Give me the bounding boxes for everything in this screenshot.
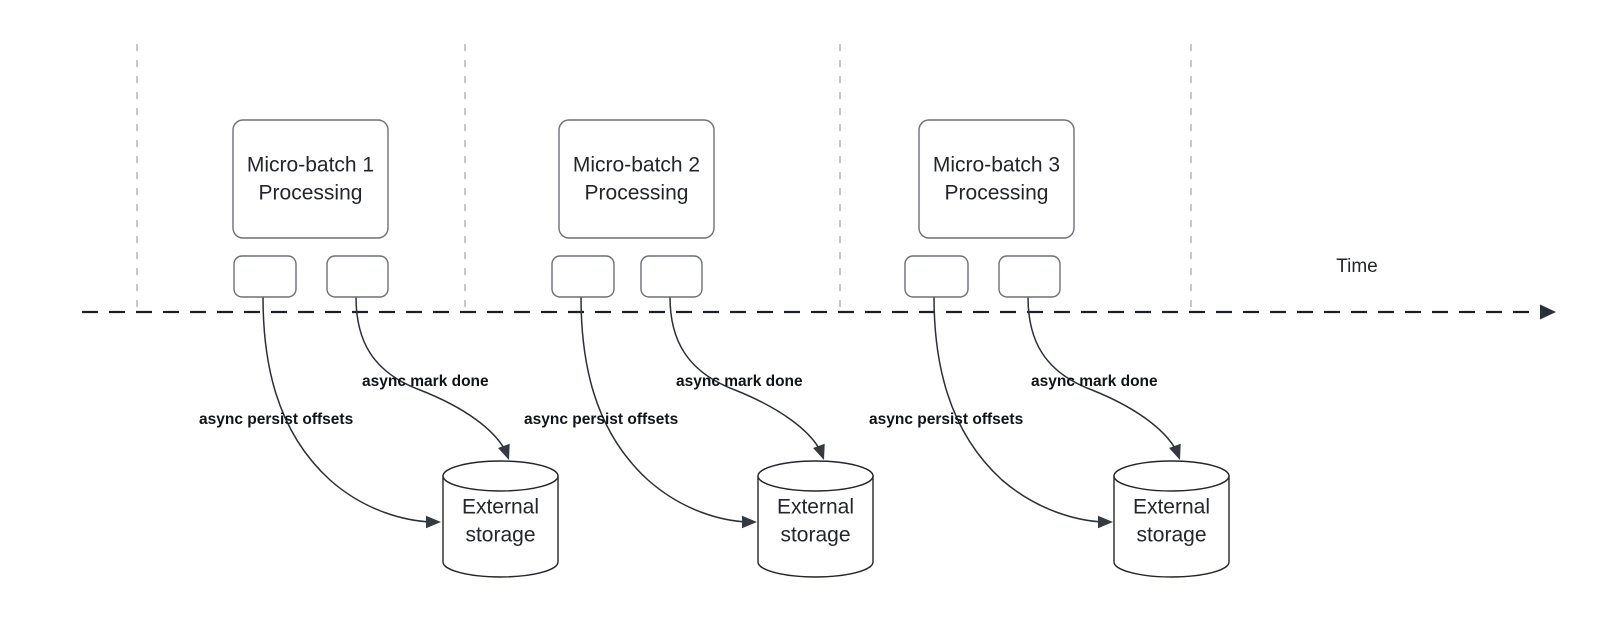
micro-batch-2-async-mark-done-arrowhead — [813, 443, 825, 460]
micro-batch-3-storage-cylinder-top — [1113, 460, 1230, 492]
micro-batch-2-box[interactable] — [558, 119, 715, 239]
micro-batch-3-async-persist-offsets-path — [933, 296, 1105, 523]
micro-batch-2-storage-label-line1: External — [777, 496, 854, 519]
micro-batch-2-storage-cylinder-body[interactable] — [757, 475, 874, 578]
micro-batch-1-box[interactable] — [232, 119, 389, 239]
micro-batch-3-storage-label-line1: External — [1133, 496, 1210, 519]
micro-batch-2-label-line1: Micro-batch 2 — [573, 154, 700, 177]
micro-batch-3-persist-task-box[interactable] — [904, 255, 969, 298]
time-axis: Time — [82, 256, 1556, 320]
micro-batch-2-async-mark-done-path — [669, 296, 821, 451]
micro-batch-1-async-persist-offsets-arrowhead — [426, 515, 441, 529]
micro-batch-1-storage-cylinder-body[interactable] — [442, 475, 559, 578]
micro-batch-2-async-persist-offsets-arrowhead — [742, 515, 757, 529]
micro-batch-1-mark-done-task-box[interactable] — [326, 255, 389, 298]
micro-batch-2-mark-done-task-box[interactable] — [640, 255, 703, 298]
micro-batch-1-async-persist-offsets-path — [262, 296, 433, 523]
micro-batch-3-mark-done-task-box[interactable] — [998, 255, 1061, 298]
micro-batch-3-async-persist-offsets-label: async persist offsets — [869, 411, 1023, 428]
micro-batch-1-label-line2: Processing — [259, 182, 363, 205]
edge-labels: async persist offsets async mark done asyn… — [199, 373, 1158, 428]
timeline-arrowhead — [1540, 304, 1556, 320]
micro-batch-2-async-persist-offsets-path — [580, 296, 749, 523]
micro-batch-3-box[interactable] — [918, 119, 1075, 239]
micro-batch-3-storage-cylinder-body[interactable] — [1113, 475, 1230, 578]
micro-batch-1-storage-label-line2: storage — [465, 524, 535, 547]
batch-boundary-guides — [136, 44, 1192, 310]
micro-batch-3-async-mark-done-label: async mark done — [1031, 373, 1158, 390]
micro-batch-2-storage-cylinder-top — [757, 460, 874, 492]
micro-batch-1-storage-cylinder-top — [442, 460, 559, 492]
micro-batch-3-async-mark-done-path — [1027, 296, 1177, 451]
async-flow-edges — [262, 296, 1181, 529]
micro-batch-1-async-mark-done-arrowhead — [498, 443, 510, 460]
micro-batch-3-storage-label-line2: storage — [1136, 524, 1206, 547]
micro-batch-3-label-line1: Micro-batch 3 — [933, 154, 1060, 177]
micro-batch-1-async-persist-offsets-label: async persist offsets — [199, 411, 353, 428]
micro-batch-1-async-mark-done-label: async mark done — [362, 373, 489, 390]
micro-batch-2-async-mark-done-label: async mark done — [676, 373, 803, 390]
micro-batch-1-label-line1: Micro-batch 1 — [247, 154, 374, 177]
micro-batch-2-async-persist-offsets-label: async persist offsets — [524, 411, 678, 428]
micro-batch-1-async-mark-done-path — [355, 296, 506, 451]
micro-batch-3-label-line2: Processing — [945, 182, 1049, 205]
micro-batch-2-storage-label-line2: storage — [780, 524, 850, 547]
micro-batch-1-persist-task-box[interactable] — [233, 255, 297, 298]
micro-batch-1-storage-label-line1: External — [462, 496, 539, 519]
micro-batch-3-async-persist-offsets-arrowhead — [1098, 515, 1113, 529]
micro-batch-3-async-mark-done-arrowhead — [1169, 443, 1181, 460]
time-axis-label: Time — [1336, 256, 1378, 277]
micro-batch-2-persist-task-box[interactable] — [551, 255, 615, 298]
micro-batch-2-label-line2: Processing — [585, 182, 689, 205]
